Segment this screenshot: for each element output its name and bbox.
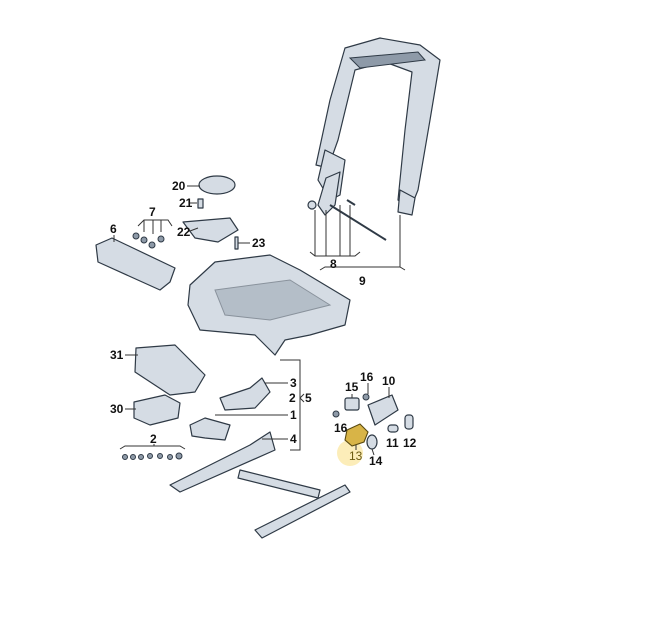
callout-12[interactable]: 12: [403, 436, 417, 450]
part-14: [366, 434, 378, 450]
callout-4[interactable]: 4: [290, 432, 297, 446]
callout-30[interactable]: 30: [110, 402, 124, 416]
callout-23[interactable]: 23: [252, 236, 266, 250]
part-7-screws: [132, 232, 165, 249]
part-22: [182, 217, 239, 243]
part-10: [367, 394, 399, 426]
callout-5[interactable]: 5: [305, 391, 312, 405]
seat-rail-4: [169, 431, 351, 539]
part-16: [332, 393, 370, 418]
leader-lines: [113, 185, 406, 456]
callout-labels: 20 21 7 6 22 23 8 9 31 3 2 5 15 16 10 30…: [110, 179, 417, 468]
part-2-screws: [122, 452, 183, 460]
callout-3[interactable]: 3: [290, 376, 297, 390]
part-23: [234, 236, 239, 250]
callout-10[interactable]: 10: [382, 374, 396, 388]
callout-2-motor[interactable]: 2: [289, 391, 296, 405]
callout-21[interactable]: 21: [179, 196, 193, 210]
callout-11[interactable]: 11: [386, 436, 399, 450]
callout-16-bottom[interactable]: 16: [334, 421, 348, 435]
callout-8[interactable]: 8: [330, 257, 337, 271]
part-31: [134, 344, 206, 396]
motor-3: [219, 377, 271, 411]
recliner-parts: [307, 171, 387, 241]
callout-31[interactable]: 31: [110, 348, 124, 362]
seat-pan-frame: [187, 254, 351, 356]
callout-7[interactable]: 7: [149, 205, 156, 219]
callout-16-top[interactable]: 16: [360, 370, 374, 384]
callout-6[interactable]: 6: [110, 222, 117, 236]
part-12: [404, 414, 414, 430]
part-20: [198, 175, 236, 195]
part-11: [387, 424, 399, 433]
part-30: [133, 394, 181, 426]
callout-20[interactable]: 20: [172, 179, 186, 193]
callout-1[interactable]: 1: [290, 408, 297, 422]
callout-15[interactable]: 15: [345, 380, 359, 394]
part-6: [95, 237, 176, 291]
motor-1: [189, 417, 231, 441]
callout-2-screws[interactable]: 2: [150, 432, 157, 446]
part-13-highlighted[interactable]: [344, 423, 369, 447]
part-15: [344, 397, 360, 411]
callout-9[interactable]: 9: [359, 274, 366, 288]
callout-13[interactable]: 13: [349, 449, 363, 463]
callout-22[interactable]: 22: [177, 225, 191, 239]
callout-14[interactable]: 14: [369, 454, 383, 468]
part-21: [197, 198, 204, 209]
